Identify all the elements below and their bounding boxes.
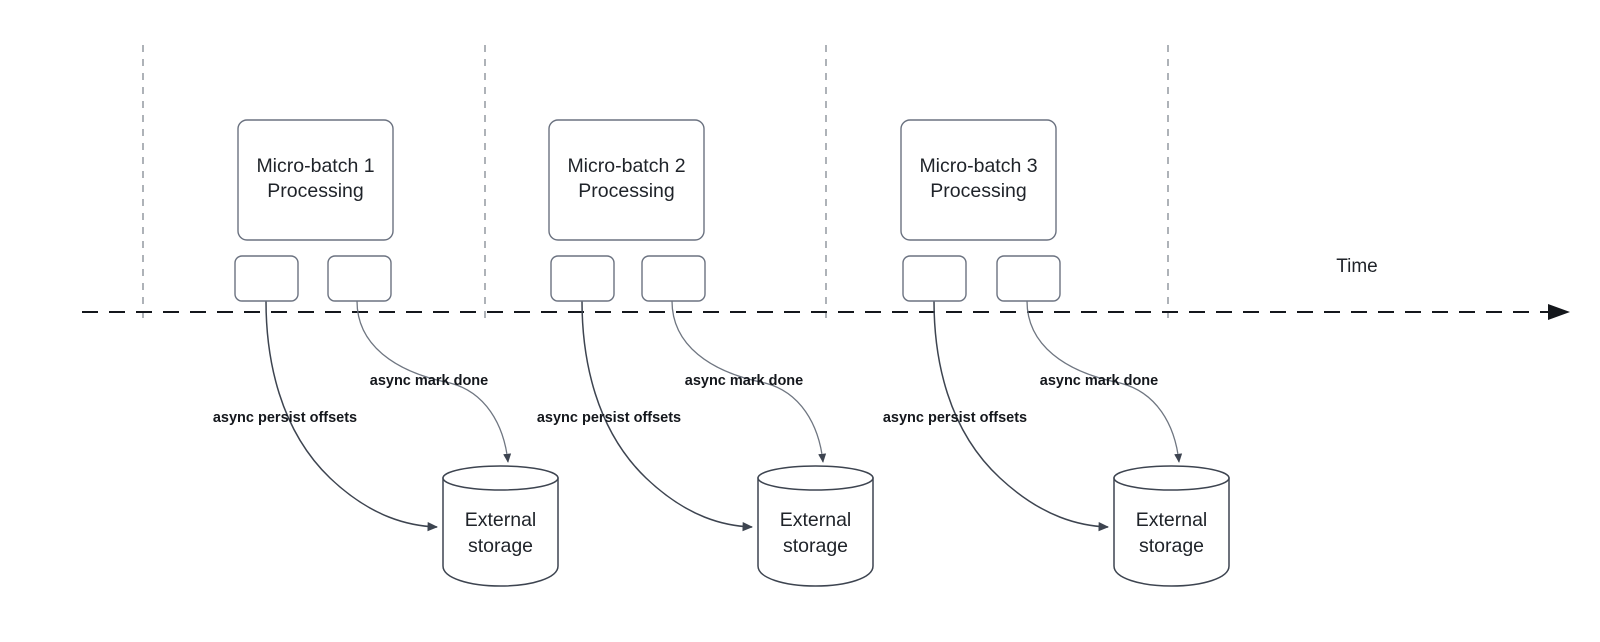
external-storage-1-line2: storage xyxy=(468,535,533,557)
time-axis: Time xyxy=(82,256,1570,320)
micro-batch-group-3: Micro-batch 3 Processing External storag… xyxy=(883,119,1230,587)
external-storage-3-line1: External xyxy=(1136,509,1208,531)
edge-label-mark-done-2: async mark done xyxy=(685,373,803,389)
edge-label-mark-done-3: async mark done xyxy=(1040,373,1158,389)
micro-batch-box-2[interactable] xyxy=(548,119,705,241)
time-axis-arrowhead xyxy=(1548,304,1570,320)
edge-mark-done-3 xyxy=(1026,300,1183,463)
external-storage-2[interactable]: External storage xyxy=(757,465,874,587)
micro-batch-box-3[interactable] xyxy=(900,119,1057,241)
micro-batch-label-2-line1: Micro-batch 2 xyxy=(567,155,685,177)
micro-batch-label-1-line2: Processing xyxy=(267,180,363,202)
edge-persist-offsets-3 xyxy=(933,300,1110,532)
external-storage-3[interactable]: External storage xyxy=(1113,465,1230,587)
task-box-2-right[interactable] xyxy=(641,255,706,302)
task-box-1-right[interactable] xyxy=(327,255,392,302)
external-storage-1[interactable]: External storage xyxy=(442,465,559,587)
micro-batch-group-2: Micro-batch 2 Processing External storag… xyxy=(537,119,874,587)
micro-batch-label-3-line1: Micro-batch 3 xyxy=(919,155,1037,177)
batch-boundary-ticks xyxy=(142,45,1169,325)
edge-label-persist-offsets-3: async persist offsets xyxy=(883,410,1027,426)
edge-persist-offsets-1 xyxy=(265,300,439,532)
external-storage-2-line2: storage xyxy=(783,535,848,557)
external-storage-2-line1: External xyxy=(780,509,852,531)
external-storage-1-body xyxy=(442,477,559,587)
edge-label-persist-offsets-1: async persist offsets xyxy=(213,410,357,426)
edge-label-persist-offsets-2: async persist offsets xyxy=(537,410,681,426)
task-box-3-right[interactable] xyxy=(996,255,1061,302)
external-storage-3-body xyxy=(1113,477,1230,587)
external-storage-3-line2: storage xyxy=(1139,535,1204,557)
micro-batch-box-1[interactable] xyxy=(237,119,394,241)
external-storage-1-top xyxy=(442,465,559,491)
task-box-1-left[interactable] xyxy=(234,255,299,302)
time-axis-label: Time xyxy=(1336,256,1378,277)
external-storage-1-line1: External xyxy=(465,509,537,531)
external-storage-2-top xyxy=(757,465,874,491)
edge-label-mark-done-1: async mark done xyxy=(370,373,488,389)
task-box-2-left[interactable] xyxy=(550,255,615,302)
edge-mark-done-2 xyxy=(671,300,827,463)
task-box-3-left[interactable] xyxy=(902,255,967,302)
external-storage-2-body xyxy=(757,477,874,587)
external-storage-3-top xyxy=(1113,465,1230,491)
micro-batch-label-2-line2: Processing xyxy=(578,180,674,202)
edge-mark-done-1 xyxy=(356,300,512,463)
micro-batch-group-1: Micro-batch 1 Processing External storag… xyxy=(213,119,559,587)
micro-batch-label-1-line1: Micro-batch 1 xyxy=(256,155,374,177)
edge-persist-offsets-2 xyxy=(581,300,754,532)
micro-batch-label-3-line2: Processing xyxy=(930,180,1026,202)
